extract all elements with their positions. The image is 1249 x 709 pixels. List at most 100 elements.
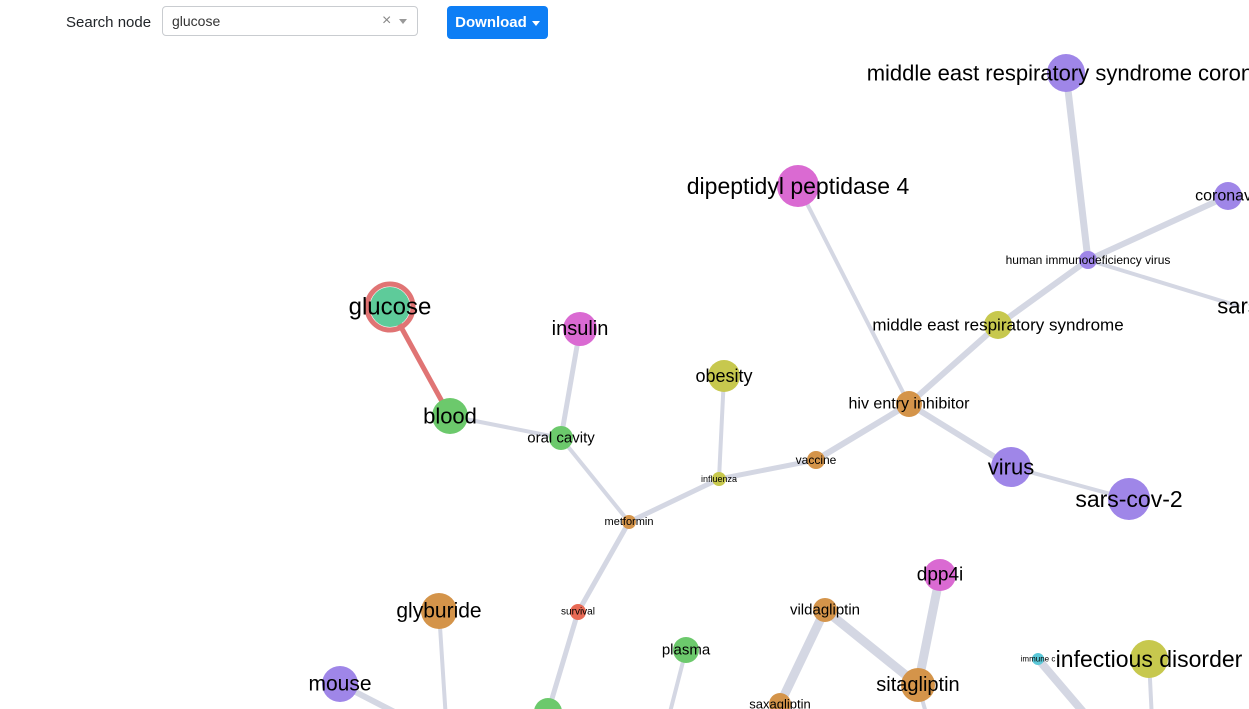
edge-oral_cavity-metformin <box>559 436 631 524</box>
node-circle[interactable] <box>1130 640 1168 678</box>
node-obesity[interactable]: obesity <box>695 360 753 392</box>
edge-glyburide-glyburide_down <box>437 609 448 709</box>
edge-blood-oral_cavity <box>448 414 563 440</box>
edge-immune-immune_down <box>1034 655 1086 709</box>
node-circle[interactable] <box>777 165 819 207</box>
node-label: oral cavity <box>527 430 595 447</box>
node-mouse[interactable]: mouse <box>308 666 372 702</box>
edge-vaccine-hiv_entry_inhibitor <box>813 401 912 463</box>
node-insulin[interactable]: insulin <box>552 312 609 346</box>
node-survival[interactable]: survival <box>561 604 595 620</box>
edge-survival-green_bottom <box>546 609 581 709</box>
node-middle_east_respiratory_syndrome[interactable]: middle east respiratory syndrome <box>872 311 1124 339</box>
node-dpp4i[interactable]: dpp4i <box>917 559 964 591</box>
node-human_immunodeficiency_virus[interactable]: human immunodeficiency virus <box>1006 251 1171 269</box>
node-circle[interactable] <box>563 312 597 346</box>
node-label: saxagliptin <box>749 697 810 709</box>
node-label: survival <box>561 607 595 618</box>
node-label: dpp4i <box>917 565 964 586</box>
node-label: glyburide <box>396 600 481 623</box>
edge-oral_cavity-insulin <box>558 326 583 441</box>
node-label: human immunodeficiency virus <box>1006 253 1171 267</box>
node-green_bottom[interactable] <box>534 698 562 709</box>
edge-vildagliptin-saxagliptin <box>775 605 830 709</box>
node-influenza[interactable]: influenza <box>701 472 737 486</box>
node-circle[interactable] <box>807 451 825 469</box>
node-oral_cavity[interactable]: oral cavity <box>527 426 595 450</box>
chevron-down-icon[interactable] <box>399 19 407 24</box>
node-circle[interactable] <box>1047 54 1085 92</box>
node-circle[interactable] <box>534 698 562 709</box>
download-button[interactable]: Download <box>447 6 548 39</box>
node-circle[interactable] <box>1108 478 1150 520</box>
node-virus[interactable]: virus <box>988 447 1034 487</box>
node-label: sars <box>1217 294 1249 319</box>
node-circle[interactable] <box>901 668 935 702</box>
node-blood[interactable]: blood <box>423 398 477 434</box>
node-metformin[interactable]: metformin <box>605 515 654 529</box>
node-label: hiv entry inhibitor <box>849 396 971 413</box>
node-label: coronavir <box>1195 188 1249 205</box>
node-circle[interactable] <box>924 559 956 591</box>
node-label: immune c <box>1021 655 1056 664</box>
node-immune[interactable]: immune c <box>1021 653 1056 665</box>
node-circle[interactable] <box>708 360 740 392</box>
edge-hiv_entry_inhibitor-middle_east_respiratory_syndrome <box>906 322 1001 407</box>
node-circle[interactable] <box>769 693 791 709</box>
node-label: infectious disorder <box>1056 646 1243 672</box>
nodes-layer: middle east respiratory syndrome corona d… <box>308 54 1249 709</box>
edge-metformin-survival <box>575 519 632 615</box>
node-circle[interactable] <box>896 391 922 417</box>
node-glyburide[interactable]: glyburide <box>396 593 482 629</box>
node-label: virus <box>988 455 1034 480</box>
edge-influenza-vaccine <box>716 457 819 482</box>
node-label: glucose <box>349 294 432 321</box>
node-circle[interactable] <box>322 666 358 702</box>
node-label: dipeptidyl peptidase 4 <box>687 173 910 199</box>
node-dipeptidyl_peptidase_4[interactable]: dipeptidyl peptidase 4 <box>687 165 910 207</box>
node-vildagliptin[interactable]: vildagliptin <box>790 598 860 622</box>
node-circle[interactable] <box>1079 251 1097 269</box>
node-sitagliptin[interactable]: sitagliptin <box>876 668 960 702</box>
edge-human_immunodeficiency_virus-sars <box>1086 258 1240 308</box>
node-saxagliptin[interactable]: saxagliptin <box>749 693 811 709</box>
search-node-value[interactable]: glucose <box>172 13 221 29</box>
caret-down-icon <box>531 20 540 26</box>
node-glucose[interactable]: glucose <box>349 281 432 333</box>
edge-metformin-influenza <box>626 476 722 525</box>
node-label: obesity <box>695 366 752 386</box>
node-circle[interactable] <box>622 515 636 529</box>
node-circle[interactable] <box>570 604 586 620</box>
node-circle[interactable] <box>432 398 468 434</box>
node-circle[interactable] <box>1032 653 1044 665</box>
node-circle[interactable] <box>984 311 1012 339</box>
node-circle[interactable] <box>712 472 726 486</box>
edge-middle_east_respiratory_syndrome-human_immunodeficiency_virus <box>995 257 1091 328</box>
node-sars[interactable]: sars <box>1217 294 1249 319</box>
node-circle[interactable] <box>421 593 457 629</box>
search-node-select[interactable]: glucose × <box>162 6 418 36</box>
node-label: metformin <box>605 516 654 528</box>
node-label: vaccine <box>796 453 837 467</box>
node-plasma[interactable]: plasma <box>662 637 711 663</box>
node-label: sitagliptin <box>876 674 959 696</box>
node-circle[interactable] <box>991 447 1031 487</box>
node-vaccine[interactable]: vaccine <box>796 451 837 469</box>
node-circle[interactable] <box>813 598 837 622</box>
node-circle[interactable] <box>370 287 410 327</box>
node-coronavir[interactable]: coronavir <box>1195 182 1249 210</box>
node-hiv_entry_inhibitor[interactable]: hiv entry inhibitor <box>849 391 971 417</box>
node-circle[interactable] <box>1214 182 1242 210</box>
node-label: mouse <box>308 673 371 696</box>
node-label: vildagliptin <box>790 602 860 619</box>
node-infectious_disorder[interactable]: infectious disorder <box>1056 640 1243 678</box>
node-middle_east_respiratory_syndrome_corona[interactable]: middle east respiratory syndrome corona <box>867 54 1249 92</box>
edge-dpp4i-sitagliptin <box>913 570 945 690</box>
node-sars_cov_2[interactable]: sars-cov-2 <box>1075 478 1183 520</box>
node-circle[interactable] <box>673 637 699 663</box>
node-circle[interactable] <box>549 426 573 450</box>
node-label: middle east respiratory syndrome corona <box>867 61 1249 86</box>
clear-icon[interactable]: × <box>382 12 392 29</box>
selected-node-ring <box>364 281 416 333</box>
